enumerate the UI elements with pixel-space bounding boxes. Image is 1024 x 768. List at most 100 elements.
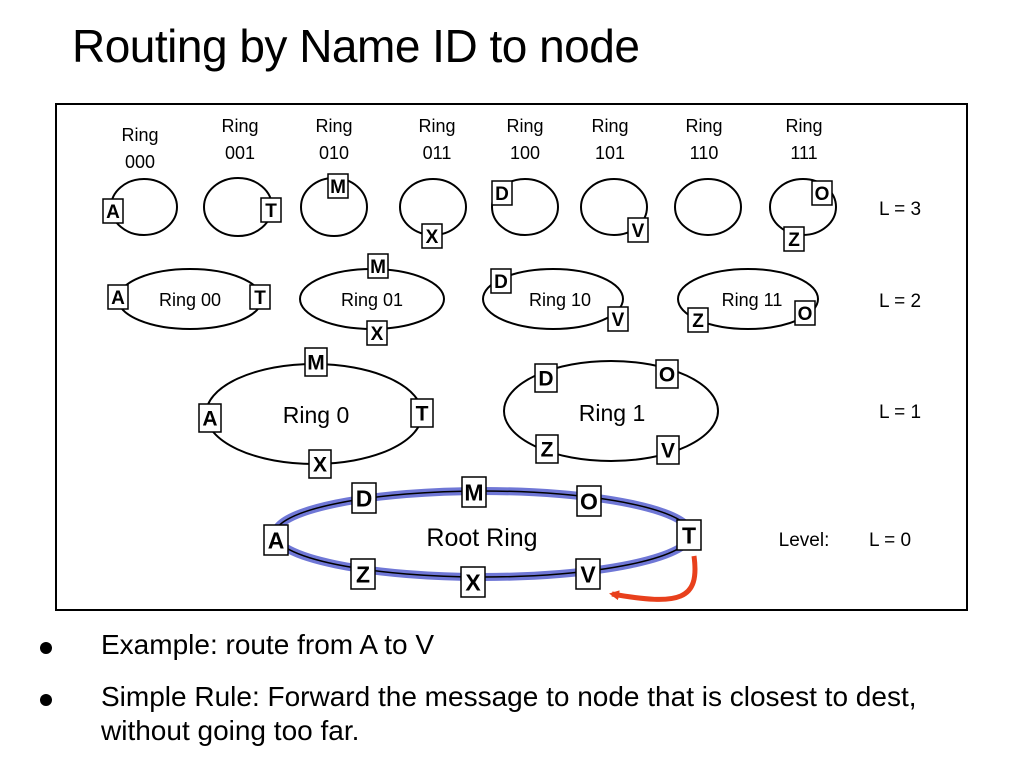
ring-01-label: Ring 01 <box>341 290 403 310</box>
node-box <box>811 180 833 206</box>
root-ring-label: Root Ring <box>426 524 537 552</box>
node-box <box>687 307 709 333</box>
node-label: M <box>330 177 346 198</box>
ring-110 <box>674 178 742 236</box>
node-label: V <box>580 561 596 587</box>
node-label: O <box>659 364 675 387</box>
node-z: Z <box>783 226 805 252</box>
node-v: V <box>575 558 601 590</box>
node-box <box>461 476 487 508</box>
ring-11 <box>677 268 819 330</box>
node-box <box>260 197 282 223</box>
ring-11-label: Ring 11 <box>722 290 783 310</box>
node-d: D <box>490 268 512 294</box>
node-label: X <box>426 227 439 248</box>
bullet-text: Simple Rule: Forward the message to node… <box>101 681 917 746</box>
node-a: A <box>102 198 124 224</box>
ring-10-label: Ring 10 <box>529 290 591 310</box>
node-label: A <box>106 202 120 223</box>
node-label: T <box>416 403 429 426</box>
node-box <box>249 284 271 310</box>
node-box <box>783 226 805 252</box>
node-m: M <box>327 173 349 199</box>
node-label: X <box>371 324 384 345</box>
ring-00-label: Ring 00 <box>159 290 221 310</box>
node-x: X <box>460 566 486 598</box>
node-z: Z <box>687 307 709 333</box>
node-d: D <box>534 363 558 393</box>
level-3-label: L = 3 <box>879 199 921 220</box>
ring-10 <box>482 268 624 330</box>
node-label: V <box>612 310 625 331</box>
node-box <box>656 435 680 465</box>
ring-0-label: Ring 0 <box>283 402 349 428</box>
node-label: Z <box>788 230 800 251</box>
node-box <box>327 173 349 199</box>
node-box <box>198 403 222 433</box>
node-x: X <box>366 320 388 346</box>
node-x: X <box>308 449 332 479</box>
node-box <box>308 449 332 479</box>
node-label: V <box>661 440 675 463</box>
node-box <box>576 485 602 517</box>
ring-1-label: Ring 1 <box>579 400 645 426</box>
node-label: D <box>495 184 509 205</box>
node-t: T <box>676 519 702 551</box>
node-z: Z <box>535 434 559 464</box>
node-label: O <box>815 184 830 205</box>
node-t: T <box>260 197 282 223</box>
node-label: O <box>798 304 813 325</box>
node-box <box>460 566 486 598</box>
slide-title: Routing by Name ID to node <box>72 20 640 72</box>
ring-101 <box>580 178 648 236</box>
node-a: A <box>198 403 222 433</box>
node-m: M <box>367 253 389 279</box>
node-m: M <box>304 347 328 377</box>
node-box <box>575 558 601 590</box>
node-box <box>350 558 376 590</box>
node-label: M <box>307 352 325 375</box>
node-box <box>263 524 289 556</box>
node-x: X <box>421 223 443 249</box>
node-label: D <box>538 368 553 391</box>
node-box <box>491 180 513 206</box>
node-label: V <box>632 221 645 242</box>
bullet-text: Example: route from A to V <box>101 629 435 660</box>
node-box <box>794 300 816 326</box>
node-box <box>627 217 649 243</box>
node-t: T <box>249 284 271 310</box>
ring-1 <box>503 360 719 462</box>
route-arrow <box>609 555 698 602</box>
node-label: A <box>268 527 285 553</box>
node-d: D <box>491 180 513 206</box>
node-label: D <box>356 485 373 511</box>
node-label: M <box>464 479 483 505</box>
node-box <box>351 482 377 514</box>
node-label: T <box>254 288 266 309</box>
node-label: X <box>313 454 327 477</box>
node-box <box>490 268 512 294</box>
node-label: O <box>580 488 598 514</box>
node-v: V <box>627 217 649 243</box>
node-z: Z <box>350 558 376 590</box>
node-box <box>410 398 434 428</box>
node-box <box>102 198 124 224</box>
node-t: T <box>410 398 434 428</box>
node-m: M <box>461 476 487 508</box>
bullet-dot-icon <box>40 694 52 706</box>
node-box <box>535 434 559 464</box>
node-o: O <box>811 180 833 206</box>
node-label: T <box>682 522 696 548</box>
node-box <box>107 284 129 310</box>
node-o: O <box>576 485 602 517</box>
